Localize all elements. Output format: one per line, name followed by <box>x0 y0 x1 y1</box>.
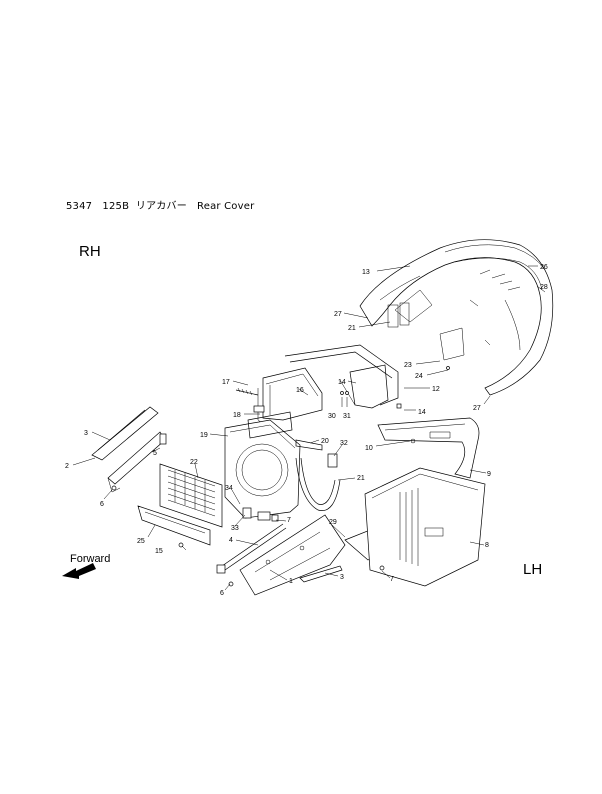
left-cover-tray <box>364 467 486 587</box>
callout-17: 18 <box>233 412 241 419</box>
callout-7-upper: 7 <box>287 517 291 524</box>
callout-9: 9 <box>487 471 491 478</box>
callout-15: 16 <box>296 387 304 394</box>
callout-19: 20 <box>321 438 329 445</box>
callout-27-lower: 27 <box>473 405 481 412</box>
callout-30: 30 <box>328 413 336 420</box>
forward-arrow-icon <box>62 563 96 579</box>
lower-plate <box>137 505 211 546</box>
side-brackets <box>91 406 167 493</box>
side-panel <box>377 417 480 479</box>
callout-24: 24 <box>415 373 423 380</box>
rear-cover-shell <box>359 239 554 396</box>
strap <box>299 565 343 583</box>
callout-1: 1 <box>289 578 293 585</box>
forward-label: Forward <box>70 553 111 565</box>
callout-8: 8 <box>485 542 489 549</box>
callout-20: 21 <box>357 475 365 482</box>
callout-14-lower: 15 <box>155 548 163 555</box>
callout-31: 31 <box>343 413 351 420</box>
callout-6-left: 6 <box>100 501 104 508</box>
callout-32: 32 <box>340 440 348 447</box>
small-hardware <box>111 366 450 587</box>
callout-27-upper: 27 <box>334 311 342 318</box>
callout-22: 21 <box>348 325 356 332</box>
callout-12: 14 <box>338 379 346 386</box>
callout-33: 33 <box>231 525 239 532</box>
callout-11: 12 <box>432 386 440 393</box>
grille-panel <box>159 463 223 528</box>
callout-28: 28 <box>540 284 548 291</box>
side-label-lh: LH <box>523 561 543 578</box>
callout-labels: 13 26 28 27 21 23 24 27 17 14 12 16 30 3… <box>65 264 548 597</box>
leader-lines <box>72 265 546 591</box>
callout-18: 19 <box>200 432 208 439</box>
callout-34: 34 <box>225 485 233 492</box>
center-panel <box>239 514 346 596</box>
radiator-housing <box>224 411 301 519</box>
callout-7-lower: 7 <box>390 576 394 583</box>
callout-16: 17 <box>222 379 230 386</box>
title-name-jp: リアカバー <box>135 201 187 212</box>
callout-14-upper: 14 <box>418 409 426 416</box>
title-code: 5347 <box>66 201 93 212</box>
title-name-en: Rear Cover <box>197 201 255 212</box>
callout-23: 23 <box>404 362 412 369</box>
callout-6-right: 6 <box>220 590 224 597</box>
callout-21: 22 <box>190 459 198 466</box>
hose <box>295 439 341 511</box>
callout-26: 26 <box>540 264 548 271</box>
callout-2: 2 <box>65 463 69 470</box>
side-label-rh: RH <box>79 243 101 260</box>
title-model: 125B <box>102 201 130 212</box>
callout-3-left: 3 <box>84 430 88 437</box>
callout-10: 10 <box>365 445 373 452</box>
callout-3-right: 3 <box>340 574 344 581</box>
callout-5: 5 <box>153 450 157 457</box>
callout-13: 13 <box>362 269 370 276</box>
rod <box>216 523 287 574</box>
callout-25: 25 <box>137 538 145 545</box>
diagram-title: 5347 125B リアカバー Rear Cover <box>66 197 254 212</box>
callout-4: 4 <box>229 537 233 544</box>
callout-29: 29 <box>329 519 337 526</box>
